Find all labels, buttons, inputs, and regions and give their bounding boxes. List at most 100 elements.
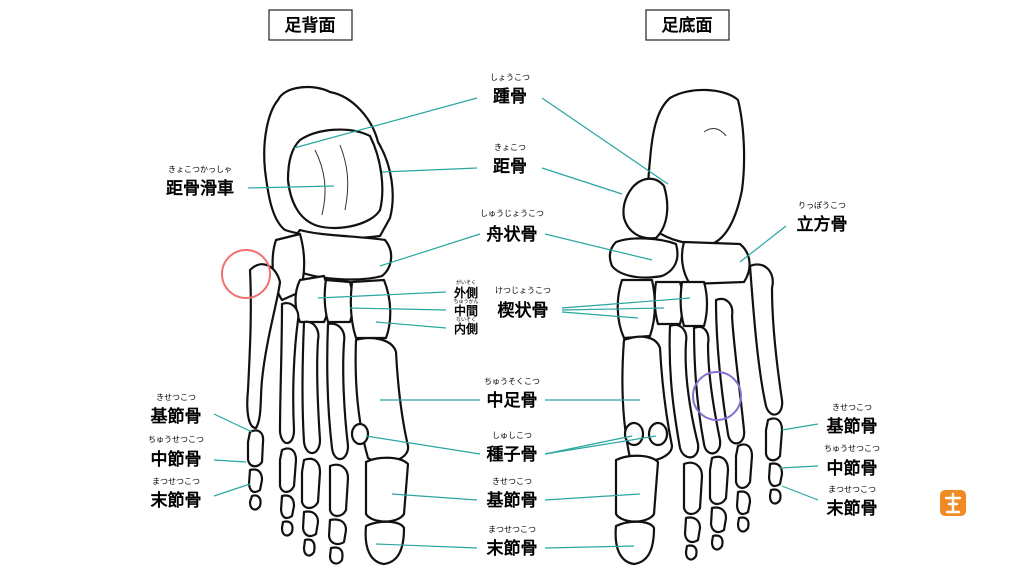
svg-text:しょうこつ: しょうこつ <box>490 73 530 82</box>
label-proximal-right: きせつこつ 基節骨 <box>826 403 878 437</box>
label-calcaneus: しょうこつ 踵骨 <box>490 73 530 107</box>
dorsal-toe3-middle <box>301 510 320 538</box>
svg-text:踵骨: 踵骨 <box>493 86 527 107</box>
label-trochlea: きょこつかっしゃ 距骨滑車 <box>166 165 234 199</box>
dorsal-sesamoid <box>350 422 370 446</box>
svg-text:中足骨: 中足骨 <box>487 390 538 411</box>
svg-text:きせつこつ: きせつこつ <box>156 393 196 402</box>
svg-text:内側: 内側 <box>454 321 478 336</box>
svg-text:きせつこつ: きせつこつ <box>832 403 872 412</box>
label-distal-center: まつせつこつ 末節骨 <box>487 525 538 559</box>
plantar-toe2-middle <box>683 516 702 544</box>
plantar-metatarsal-4 <box>714 297 746 445</box>
svg-text:きょこつ: きょこつ <box>494 143 526 152</box>
plantar-cuneiform-lateral <box>679 280 709 328</box>
label-middle-right: ちゅうせつこつ 中節骨 <box>824 444 880 479</box>
brand-logo-icon <box>940 490 966 516</box>
highlight-circle-red <box>221 249 271 299</box>
dorsal-talus <box>286 128 384 230</box>
label-cuneiform-middle: ちゅうかん 中間 <box>453 298 478 318</box>
svg-text:足背面: 足背面 <box>285 15 336 36</box>
plantar-toe3-proximal <box>708 455 730 506</box>
svg-text:外側: 外側 <box>454 285 478 300</box>
plantar-toe3-distal <box>710 534 724 551</box>
svg-text:ないそく: ないそく <box>456 316 476 323</box>
svg-text:立方骨: 立方骨 <box>797 214 848 235</box>
dorsal-toe2-middle <box>327 518 348 546</box>
svg-text:まつせつこつ: まつせつこつ <box>828 485 876 494</box>
svg-text:種子骨: 種子骨 <box>487 444 538 465</box>
label-cuneiform-medial: ないそく 内側 <box>454 316 478 336</box>
svg-text:基節骨: 基節骨 <box>150 406 202 427</box>
svg-text:きょこつかっしゃ: きょこつかっしゃ <box>168 165 232 174</box>
svg-text:足底面: 足底面 <box>662 15 713 36</box>
svg-text:しゅうじょうこつ: しゅうじょうこつ <box>480 209 544 218</box>
plantar-toe4-proximal <box>734 443 754 490</box>
label-cuneiform: けつじょうこつ 楔状骨 <box>495 286 551 321</box>
label-sesamoid: しゅしこつ 種子骨 <box>487 431 538 465</box>
plantar-metatarsal-3 <box>692 325 722 455</box>
svg-text:基節骨: 基節骨 <box>826 416 878 437</box>
plantar-toe5-proximal <box>764 417 784 462</box>
svg-text:中間: 中間 <box>454 303 478 318</box>
plantar-metatarsal-5 <box>748 263 784 416</box>
label-distal-right: まつせつこつ 末節骨 <box>827 485 878 519</box>
dorsal-toe1-proximal <box>364 456 410 523</box>
plantar-toe1-proximal <box>614 454 660 523</box>
dorsal-toe5-proximal <box>246 429 265 468</box>
svg-text:しゅしこつ: しゅしこつ <box>492 431 532 440</box>
plantar-toe2-proximal <box>682 461 704 516</box>
plantar-toe4-distal <box>736 516 750 533</box>
svg-text:距骨滑車: 距骨滑車 <box>166 178 234 199</box>
svg-text:けつじょうこつ: けつじょうこつ <box>495 286 551 295</box>
label-talus: きょこつ 距骨 <box>493 143 527 177</box>
plantar-toe1-distal <box>614 520 656 566</box>
svg-text:ちゅうかん: ちゅうかん <box>453 298 478 305</box>
plantar-toe2-distal <box>684 544 698 561</box>
svg-text:ちゅうそくこつ: ちゅうそくこつ <box>484 377 540 386</box>
svg-text:末節骨: 末節骨 <box>151 490 202 511</box>
svg-text:末節骨: 末節骨 <box>827 498 878 519</box>
dorsal-toe5-distal <box>248 494 262 511</box>
label-cuboid: りっぽうこつ 立方骨 <box>797 201 848 235</box>
dorsal-toe3-proximal <box>300 457 322 510</box>
svg-text:ちゅうせつこつ: ちゅうせつこつ <box>824 444 880 453</box>
label-navicular: しゅうじょうこつ 舟状骨 <box>480 209 544 245</box>
svg-text:がいそく: がいそく <box>456 279 476 286</box>
plantar-sesamoid-2 <box>647 421 669 447</box>
dorsal-metatarsal-5 <box>246 263 282 430</box>
svg-text:りっぽうこつ: りっぽうこつ <box>798 201 846 210</box>
dorsal-toe4-middle <box>279 494 296 520</box>
dorsal-foot-skeleton <box>246 85 410 566</box>
dorsal-toe2-proximal <box>328 463 350 518</box>
label-proximal-left: きせつこつ 基節骨 <box>150 393 202 427</box>
plantar-cuneiform-middle <box>653 280 685 326</box>
dorsal-metatarsal-4 <box>278 302 300 445</box>
plantar-cuboid <box>680 240 751 286</box>
dorsal-cuneiform-lateral <box>294 274 330 324</box>
svg-text:中節骨: 中節骨 <box>827 458 878 479</box>
plantar-foot-skeleton <box>608 88 784 566</box>
svg-text:中節骨: 中節骨 <box>151 449 202 470</box>
svg-text:きせつこつ: きせつこつ <box>492 477 532 486</box>
dorsal-toe4-distal <box>280 520 294 537</box>
plantar-toe4-middle <box>735 490 752 516</box>
label-cuneiform-lateral: がいそく 外側 <box>454 279 478 300</box>
svg-text:基節骨: 基節骨 <box>486 490 538 511</box>
plantar-sesamoid-1 <box>623 421 645 447</box>
dorsal-toe5-middle <box>247 468 264 494</box>
plantar-title: 足底面 <box>645 9 730 41</box>
dorsal-metatarsal-3 <box>301 320 322 455</box>
svg-text:末節骨: 末節骨 <box>487 538 538 559</box>
dorsal-toe1-distal <box>364 520 406 566</box>
plantar-toe3-middle <box>709 506 728 534</box>
dorsal-metatarsal-2 <box>326 322 350 461</box>
label-middle-left: ちゅうせつこつ 中節骨 <box>148 435 204 470</box>
svg-text:まつせつこつ: まつせつこつ <box>152 477 200 486</box>
plantar-metatarsal-2 <box>668 323 700 459</box>
dorsal-toe4-proximal <box>278 447 298 494</box>
svg-text:ちゅうせつこつ: ちゅうせつこつ <box>148 435 204 444</box>
label-distal-left: まつせつこつ 末節骨 <box>151 477 202 511</box>
dorsal-toe3-distal <box>302 538 316 557</box>
dorsal-cuneiform-middle <box>323 278 355 324</box>
